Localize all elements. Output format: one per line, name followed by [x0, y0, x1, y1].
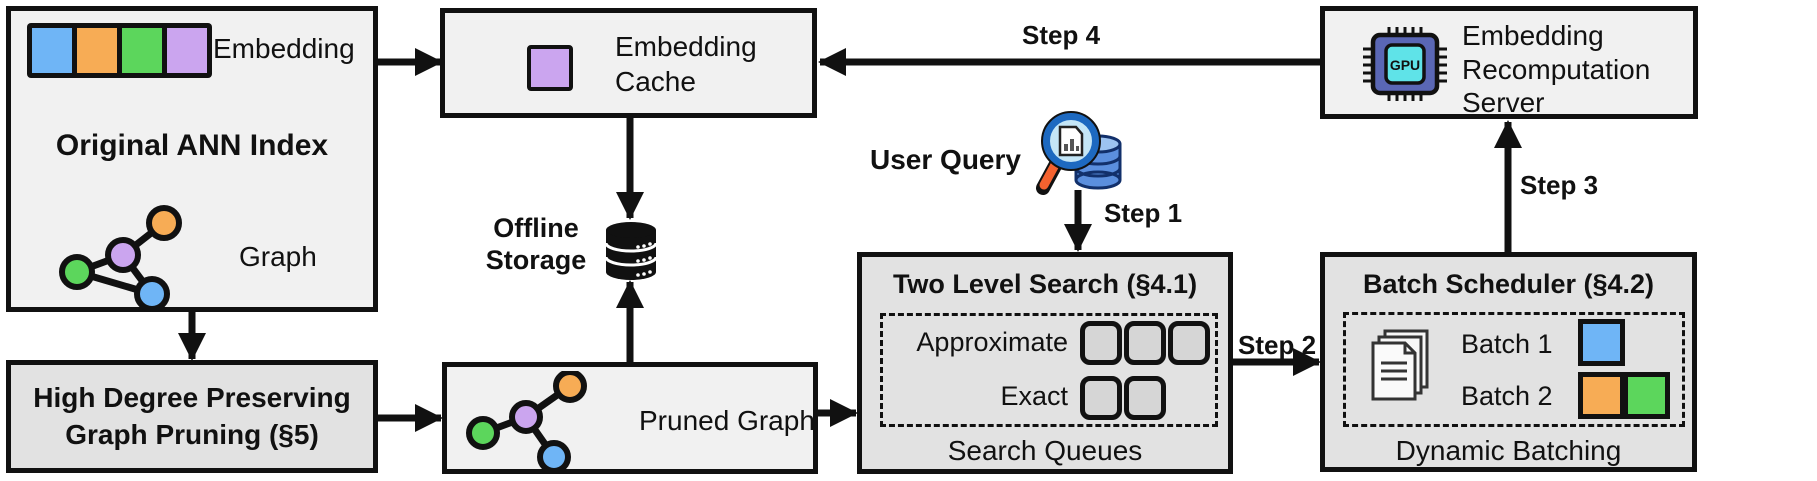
- search-queues-dashed-box: [880, 313, 1218, 427]
- offline-storage-database-icon: [604, 222, 658, 280]
- original-graph-icon: [59, 205, 182, 312]
- cached-embedding-swatch: [527, 45, 573, 91]
- batch2-swatch-green: [1623, 372, 1670, 419]
- original-ann-index-panel: Embedding Original ANN Index Graph: [6, 6, 378, 312]
- embedding-cache-panel: Embedding Cache: [440, 8, 817, 118]
- gpu-chip-icon: GPU: [1363, 27, 1447, 101]
- exact-label: Exact: [1000, 381, 1068, 411]
- embedding-swatch-green: [122, 28, 162, 73]
- queue-slot: [1124, 321, 1166, 365]
- queue-slot: [1080, 376, 1122, 420]
- two-level-search-panel: Two Level Search (§4.1) Approximate Exac…: [857, 252, 1233, 474]
- recomputation-server-panel: GPU Embedding Recomputation Server: [1320, 6, 1698, 119]
- step3-label: Step 3: [1520, 170, 1599, 200]
- pruned-graph-panel: Pruned Graph: [442, 362, 818, 474]
- search-queues-footer: Search Queues: [947, 435, 1143, 466]
- embedding-swatch-orange: [77, 28, 117, 73]
- dynamic-batching-footer: Dynamic Batching: [1395, 435, 1622, 466]
- batch2-swatch-orange: [1578, 372, 1625, 419]
- gpu-icon-text: GPU: [1390, 57, 1420, 73]
- queue-slot: [1124, 376, 1166, 420]
- graph-label: Graph: [239, 241, 317, 272]
- embedding-cache-label: Embedding Cache: [615, 31, 757, 97]
- batch2-label: Batch 2: [1461, 381, 1553, 411]
- pruned-graph-icon: [466, 371, 587, 471]
- step2-label: Step 2: [1238, 330, 1317, 360]
- graph-pruning-title: High Degree Preserving Graph Pruning (§5…: [33, 382, 351, 450]
- embedding-swatch-blue: [32, 28, 72, 73]
- embedding-label: Embedding: [213, 33, 355, 64]
- batch-scheduler-panel: Batch Scheduler (§4.2) Batch 1 Batch 2 D…: [1320, 252, 1697, 472]
- step4-label: Step 4: [1022, 20, 1101, 50]
- queue-slot: [1080, 321, 1122, 365]
- original-ann-index-title: Original ANN Index: [55, 129, 329, 162]
- approximate-queues: [1080, 321, 1212, 370]
- offline-storage-label: Offline Storage: [485, 213, 587, 276]
- batch1-swatch-blue: [1578, 319, 1625, 366]
- step1-label: Step 1: [1104, 198, 1183, 228]
- dynamic-batching-dashed-box: [1343, 312, 1685, 427]
- recomputation-server-label: Embedding Recomputation Server: [1462, 20, 1651, 119]
- embedding-vector-bar: [27, 23, 212, 78]
- queue-slot: [1168, 321, 1210, 365]
- batch-scheduler-title: Batch Scheduler (§4.2): [1362, 269, 1655, 299]
- graph-pruning-panel: High Degree Preserving Graph Pruning (§5…: [6, 360, 378, 473]
- embedding-swatch-purple: [167, 28, 207, 73]
- batch1-label: Batch 1: [1461, 329, 1553, 359]
- approximate-label: Approximate: [916, 327, 1068, 357]
- user-query-label: User Query: [870, 144, 1021, 175]
- pruned-graph-label: Pruned Graph: [639, 405, 815, 436]
- exact-queues: [1080, 376, 1168, 425]
- user-query-magnifier-icon: [1036, 111, 1122, 195]
- two-level-search-title: Two Level Search (§4.1): [892, 269, 1198, 299]
- documents-icon: [1371, 329, 1429, 401]
